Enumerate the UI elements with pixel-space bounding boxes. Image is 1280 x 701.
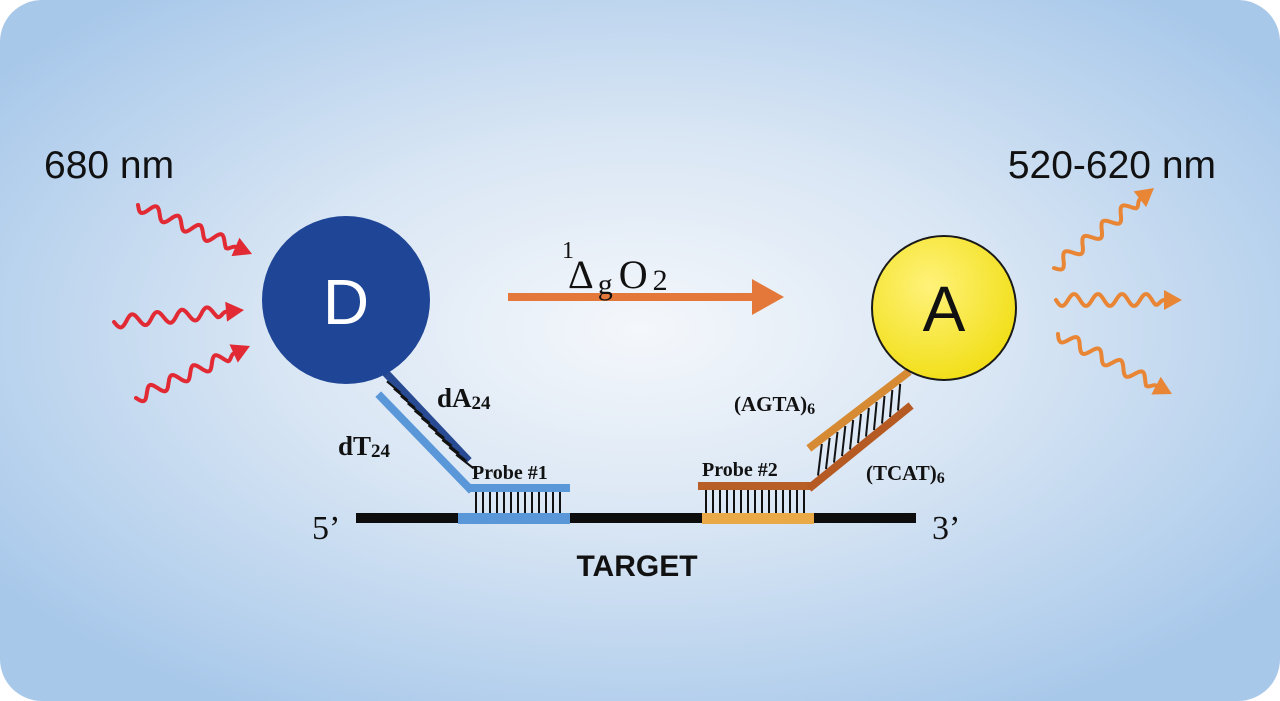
five-prime-label: 5’ xyxy=(312,510,340,547)
base-pair-rung xyxy=(897,383,902,411)
AGTA6-label-base: (AGTA) xyxy=(734,392,807,416)
arrowhead-icon xyxy=(752,279,784,315)
base-pair-rung xyxy=(455,453,475,470)
dT24-label-base: dT xyxy=(338,431,371,461)
AGTA6-label-sub: 6 xyxy=(807,401,815,418)
singlet-oxygen-label: 1 Δ g O 2 xyxy=(562,238,668,301)
probe-2-base-pairs xyxy=(705,490,805,513)
emission-wavy-arrow-icon xyxy=(1056,332,1172,395)
probe-1-assembly xyxy=(375,364,570,524)
AGTA6-strand xyxy=(806,368,912,452)
probe-1-base-pairs xyxy=(475,492,561,513)
singlet-oxygen-g: g xyxy=(598,268,613,301)
excitation-wavy-arrow-icon xyxy=(134,344,250,404)
excitation-wavy-arrow-icon xyxy=(112,301,244,330)
base-pair-rung xyxy=(434,431,453,447)
base-pair-rung xyxy=(441,439,460,455)
three-prime-label: 3’ xyxy=(932,510,960,547)
arrowhead-icon xyxy=(231,237,252,257)
singlet-oxygen-subscript: 2 xyxy=(653,264,668,297)
singlet-oxygen-O: O xyxy=(619,252,648,297)
emission-wavy-arrow-icon xyxy=(1054,290,1182,310)
target-label: TARGET xyxy=(576,550,697,583)
arrowhead-icon xyxy=(1151,376,1172,395)
excitation-wavy-arrow-icon xyxy=(136,203,252,257)
donor-bead xyxy=(262,216,430,384)
excitation-wavelength-label: 680 nm xyxy=(44,144,174,187)
wave-line xyxy=(134,351,236,404)
base-pair-rung xyxy=(420,417,438,432)
probe-1-strand xyxy=(468,484,570,492)
base-pair-rung xyxy=(881,395,886,424)
TCAT6-label: (TCAT)6 xyxy=(866,461,945,487)
wave-line xyxy=(112,305,229,330)
singlet-oxygen-transfer-arrow xyxy=(508,279,784,315)
base-pair-rung xyxy=(849,419,855,450)
probe-2-assembly xyxy=(698,368,914,524)
base-pair-rung xyxy=(865,407,870,437)
AGTA-TCAT-base-pairs xyxy=(817,383,902,476)
TCAT6-label-sub: 6 xyxy=(937,470,945,487)
singlet-oxygen-delta: Δ xyxy=(568,252,594,297)
base-pair-rung xyxy=(427,424,445,439)
probe-2-label: Probe #2 xyxy=(702,459,778,481)
acceptor-label: A xyxy=(923,273,966,345)
emission-arrows xyxy=(1052,188,1182,395)
arrowhead-icon xyxy=(225,301,244,322)
excitation-arrows xyxy=(112,203,252,404)
dA-dT-base-pairs xyxy=(386,380,475,470)
arrowhead-icon xyxy=(229,344,250,363)
base-pair-rung xyxy=(413,409,431,424)
base-pair-rung xyxy=(448,446,467,462)
dT24-label-sub: 24 xyxy=(371,441,391,462)
dA24-label-base: dA xyxy=(437,383,472,413)
TCAT6-strand xyxy=(806,402,914,492)
probe-2-target-segment xyxy=(702,513,814,524)
singlet-oxygen-superscript: 1 xyxy=(562,238,574,264)
base-pair-rung xyxy=(407,402,423,417)
wave-line xyxy=(1052,197,1142,272)
arrowhead-icon xyxy=(1133,188,1154,208)
base-pair-rung xyxy=(393,387,409,401)
emission-wavelength-label: 520-620 nm xyxy=(1008,144,1216,187)
base-pair-rung xyxy=(825,437,831,470)
wave-line xyxy=(1054,291,1166,309)
base-pair-rung xyxy=(873,401,878,431)
AGTA6-label: (AGTA)6 xyxy=(734,392,815,418)
probe-1-label: Probe #1 xyxy=(472,462,548,484)
base-pair-rung xyxy=(386,380,401,394)
base-pair-rung xyxy=(833,431,839,463)
arrowhead-icon xyxy=(1164,290,1182,310)
base-pair-rung xyxy=(889,389,894,418)
TCAT6-label-base: (TCAT) xyxy=(866,461,937,485)
dA24-label-sub: 24 xyxy=(472,393,492,414)
base-pair-rung xyxy=(400,395,416,409)
probe-1-target-segment xyxy=(458,513,570,524)
dT24-label: dT24 xyxy=(338,431,391,462)
wave-line xyxy=(1056,332,1159,389)
donor-label: D xyxy=(323,266,369,338)
dA24-strand xyxy=(377,364,472,464)
emission-wavy-arrow-icon xyxy=(1052,188,1154,272)
wave-line xyxy=(136,203,238,251)
dT24-strand xyxy=(375,391,475,494)
base-pair-rung xyxy=(841,425,847,457)
base-pair-rung xyxy=(857,413,862,444)
dA24-label: dA24 xyxy=(437,383,491,414)
base-pair-rung xyxy=(817,443,823,476)
acceptor-bead xyxy=(871,235,1017,381)
probe-2-strand xyxy=(698,482,812,490)
